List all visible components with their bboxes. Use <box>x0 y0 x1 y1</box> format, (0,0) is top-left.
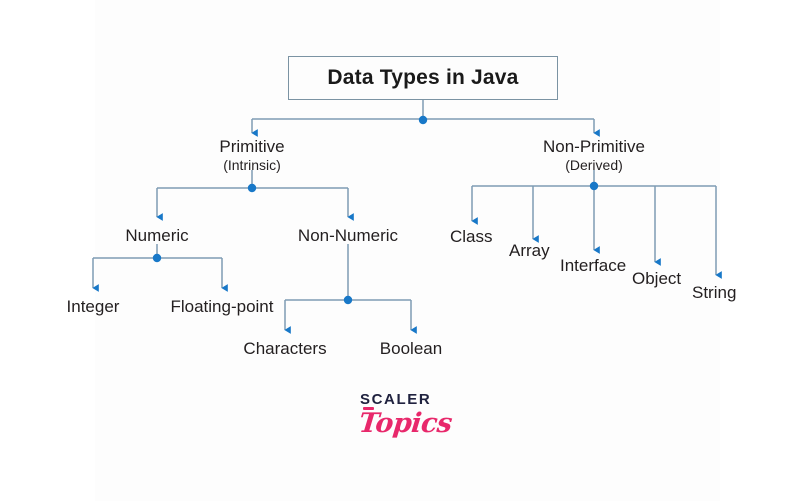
node-integer[interactable]: Integer <box>33 297 153 317</box>
node-class-label: Class <box>450 227 493 246</box>
page-title: Data Types in Java <box>327 66 519 89</box>
logo-wordmark-secondary: Topics <box>357 408 454 439</box>
node-object[interactable]: Object <box>632 269 681 289</box>
junction-dot-non-primitive <box>589 181 599 191</box>
node-primitive[interactable]: Primitive (Intrinsic) <box>180 137 324 174</box>
node-boolean-label: Boolean <box>379 339 443 358</box>
node-characters-label: Characters <box>243 339 327 358</box>
node-root[interactable]: Data Types in Java <box>288 56 558 100</box>
node-non-primitive-label: Non-Primitive <box>542 137 646 156</box>
node-floating-point[interactable]: Floating-point <box>152 297 292 317</box>
node-class[interactable]: Class <box>450 227 493 247</box>
junction-dot-numeric <box>152 253 162 263</box>
node-non-numeric[interactable]: Non-Numeric <box>278 226 418 246</box>
node-array[interactable]: Array <box>509 241 550 261</box>
node-non-primitive[interactable]: Non-Primitive (Derived) <box>514 137 674 174</box>
node-array-label: Array <box>509 241 550 260</box>
scaler-topics-logo: SCALER Topics <box>355 391 454 444</box>
node-interface[interactable]: Interface <box>560 256 626 276</box>
node-boolean[interactable]: Boolean <box>356 339 466 359</box>
node-numeric-label: Numeric <box>125 226 189 245</box>
node-floating-point-label: Floating-point <box>170 297 274 316</box>
node-primitive-label: Primitive <box>219 137 285 156</box>
logo-underline-accent <box>363 407 374 410</box>
node-object-label: Object <box>632 269 682 288</box>
node-string[interactable]: String <box>692 283 736 303</box>
node-characters[interactable]: Characters <box>225 339 345 359</box>
node-string-label: String <box>692 283 737 302</box>
junction-dot-non-numeric <box>343 295 353 305</box>
junction-dot-root <box>418 115 428 125</box>
logo-wordmark-primary: SCALER <box>360 391 432 408</box>
node-non-primitive-sublabel: (Derived) <box>565 157 623 174</box>
node-non-numeric-label: Non-Numeric <box>297 226 399 245</box>
node-numeric[interactable]: Numeric <box>97 226 217 246</box>
node-integer-label: Integer <box>66 297 120 316</box>
node-interface-label: Interface <box>560 256 627 275</box>
node-primitive-sublabel: (Intrinsic) <box>223 157 281 174</box>
junction-dot-primitive <box>247 183 257 193</box>
